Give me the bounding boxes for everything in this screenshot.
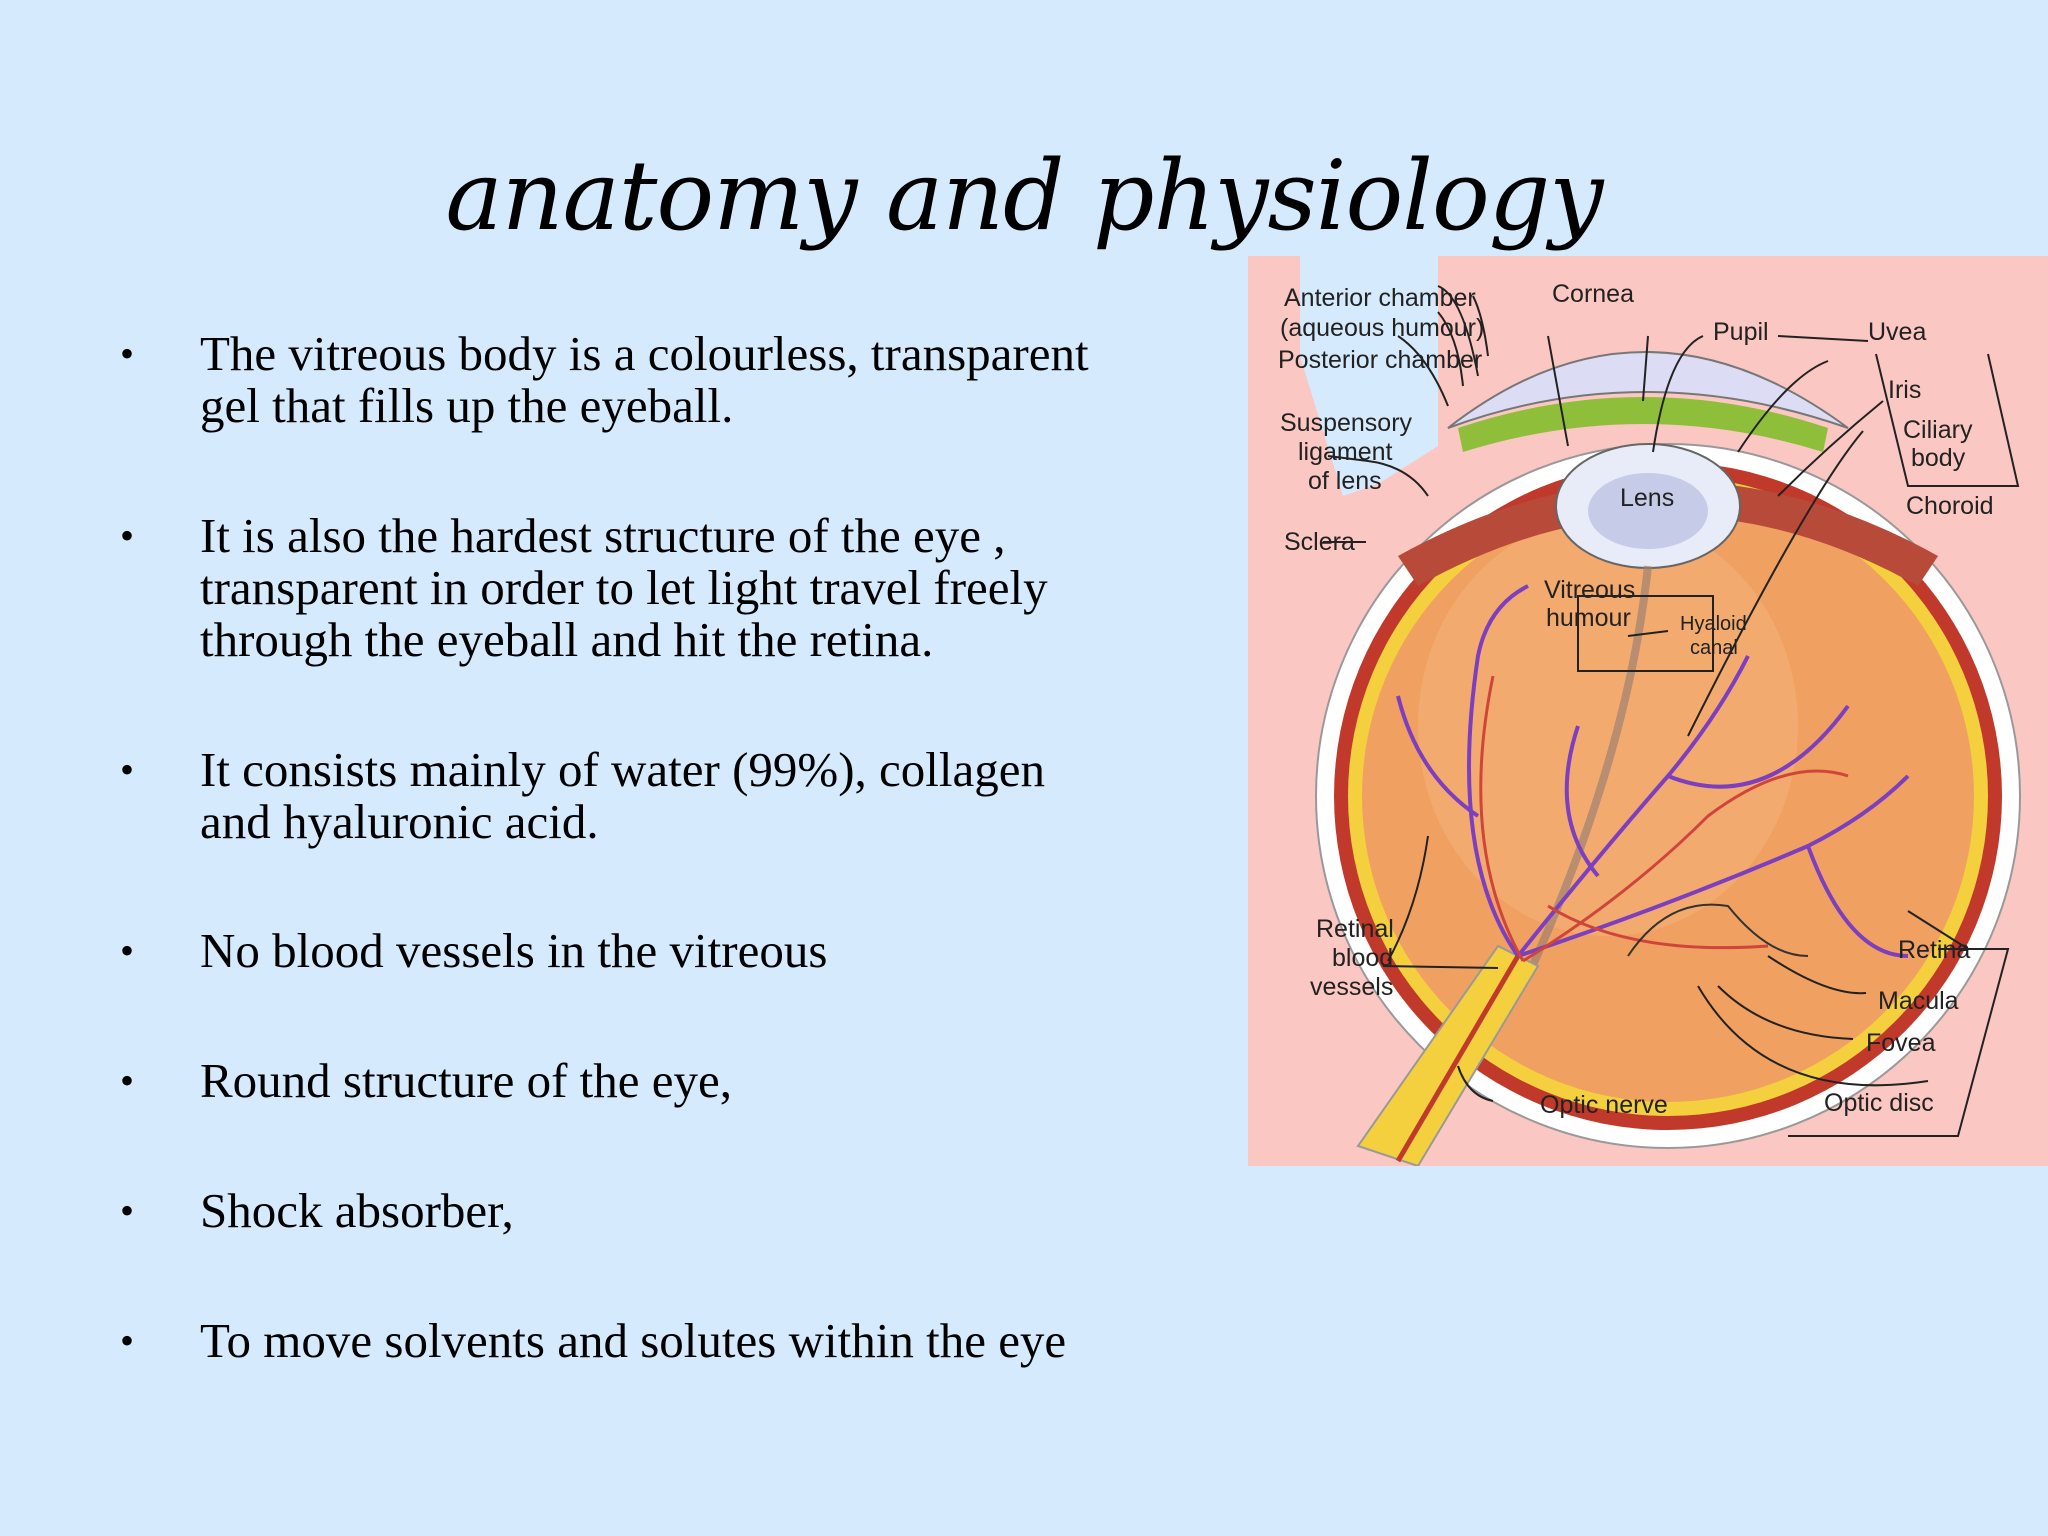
label-ciliary-2: body [1911,444,1966,472]
label-posterior-chamber: Posterior chamber [1278,346,1482,374]
ciliary-body [1398,481,1938,586]
label-sclera: Sclera [1284,528,1355,556]
label-anterior-chamber: Anterior chamber [1284,284,1476,312]
retinal-arteries [1479,675,1849,963]
label-pupil: Pupil [1713,318,1769,346]
label-suspensory-3: of lens [1308,467,1382,495]
label-cornea: Cornea [1552,280,1634,308]
background-notch [1248,256,1300,356]
label-retina: Retina [1898,936,1970,964]
bullet-marker: • [120,331,135,376]
bullet-text: It is also the hardest structure of the … [200,508,1048,667]
label-optic-disc: Optic disc [1824,1089,1934,1117]
lens-core [1588,473,1708,549]
label-iris: Iris [1888,376,1921,404]
label-lens: Lens [1620,484,1674,512]
label-vitreous-1: Vitreous [1544,576,1635,604]
iris [1458,397,1828,452]
label-fovea: Fovea [1866,1029,1936,1057]
label-optic-nerve: Optic nerve [1540,1091,1668,1119]
macula-region [1627,903,1809,957]
eye-anatomy-diagram: Anterior chamber (aqueous humour) Poster… [1248,256,2048,1166]
cornea [1447,351,1849,429]
bullet-text: No blood vessels in the vitreous [200,923,828,978]
leader-lines [1323,285,1969,1102]
bullet-marker: • [120,513,135,558]
label-retinal-1: Retinal [1316,915,1394,943]
bullet-marker: • [120,747,135,792]
label-suspensory-2: ligament [1298,438,1393,466]
label-uvea: Uvea [1868,318,1926,346]
label-macula: Macula [1878,987,1959,1015]
vitreous-highlight [1418,516,1798,936]
optic-nerve-vessel [1395,954,1521,1163]
label-aqueous-humour: (aqueous humour) [1280,314,1484,342]
bullet-marker: • [120,928,135,973]
label-vitreous-2: humour [1546,604,1631,632]
bullet-text: Round structure of the eye, [200,1053,733,1108]
bullet-text: It consists mainly of water (99%), colla… [200,742,1046,849]
label-retinal-3: vessels [1310,973,1393,1001]
bullet-marker: • [120,1318,135,1363]
label-ciliary-1: Ciliary [1903,416,1973,444]
hyaloid-canal [1524,565,1652,978]
bullet-text: The vitreous body is a colourless, trans… [200,326,1089,433]
slide-title: anatomy and physiology [445,140,1604,252]
label-choroid: Choroid [1906,492,1994,520]
label-suspensory-1: Suspensory [1280,409,1413,437]
label-hyaloid-1: Hyaloid [1680,613,1747,635]
bullet-marker: • [120,1188,135,1233]
label-brackets [1577,353,2020,1137]
label-hyaloid-2: canal [1690,637,1738,659]
bullet-text: To move solvents and solutes within the … [200,1313,1067,1368]
label-retinal-2: blood [1332,944,1393,972]
bullet-text: Shock absorber, [200,1183,514,1238]
bullet-marker: • [120,1058,135,1103]
